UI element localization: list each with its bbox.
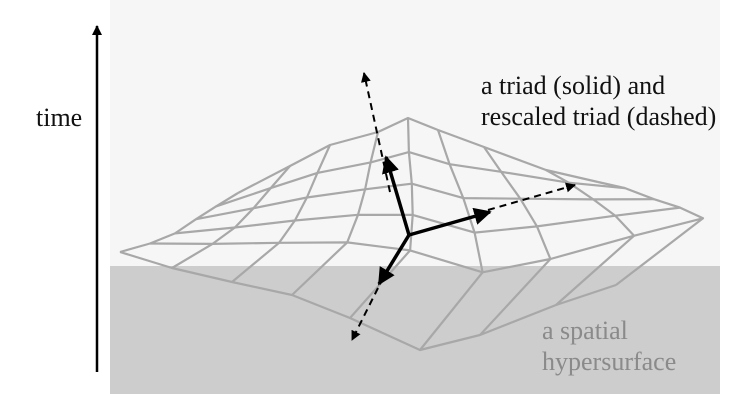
dashed-vector-right bbox=[487, 182, 576, 211]
mesh-line-column bbox=[597, 180, 705, 286]
hypersurface-mesh bbox=[119, 116, 705, 352]
hypersurface-label: a spatial hypersurface bbox=[542, 315, 676, 377]
dashed-vector-up bbox=[361, 72, 391, 193]
mesh-line-column bbox=[231, 144, 332, 283]
triad bbox=[377, 155, 492, 286]
time-axis-label: time bbox=[36, 103, 83, 132]
background-panel bbox=[110, 0, 720, 266]
mesh-line-column bbox=[419, 129, 484, 351]
dashed-vector-down bbox=[351, 287, 379, 341]
mesh-line-column bbox=[119, 192, 239, 254]
spatial-plane bbox=[110, 266, 720, 394]
triad-label-line-1: a triad (solid) and bbox=[481, 71, 666, 100]
mesh-line-column bbox=[479, 146, 552, 336]
solid-vector-right bbox=[408, 207, 492, 237]
triad-label: a triad (solid) and rescaled triad (dash… bbox=[481, 70, 716, 132]
rescaled-triad bbox=[351, 72, 576, 341]
solid-vector-down bbox=[377, 234, 411, 286]
solid-vector-up bbox=[382, 155, 411, 236]
hypersurface-label-line-1: a spatial bbox=[542, 316, 628, 345]
hypersurface-label-line-2: hypersurface bbox=[542, 347, 677, 376]
mesh-line-column bbox=[545, 169, 636, 306]
mesh-line-column bbox=[291, 131, 380, 296]
mesh-line-column bbox=[349, 117, 414, 319]
mesh-line-column bbox=[171, 165, 291, 269]
triad-label-line-2: rescaled triad (dashed) bbox=[481, 102, 717, 131]
